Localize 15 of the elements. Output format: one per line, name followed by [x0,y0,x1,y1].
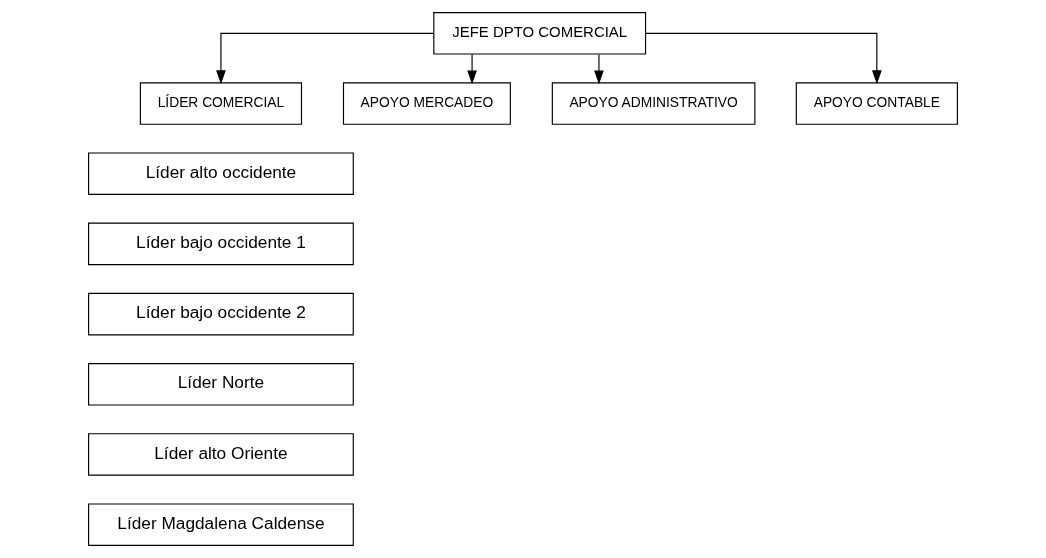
arrow [645,32,882,85]
node-box: Líder Magdalena Caldense [88,503,354,546]
node-box: JEFE DPTO COMERCIAL [433,12,647,55]
node-box: LÍDER COMERCIAL [139,82,303,125]
node-box: Líder bajo occidente 1 [88,222,354,266]
node-box: APOYO ADMINISTRATIVO [551,82,756,125]
node-box: Líder bajo occidente 2 [88,292,354,336]
arrow [594,53,604,85]
arrow [467,53,477,85]
node-box: Líder alto occidente [88,152,354,195]
node-box: APOYO MERCADEO [342,82,511,125]
arrow [216,32,435,85]
node-box: APOYO CONTABLE [795,82,958,125]
node-box: Líder alto Oriente [88,433,354,476]
node-box: Líder Norte [88,363,354,406]
